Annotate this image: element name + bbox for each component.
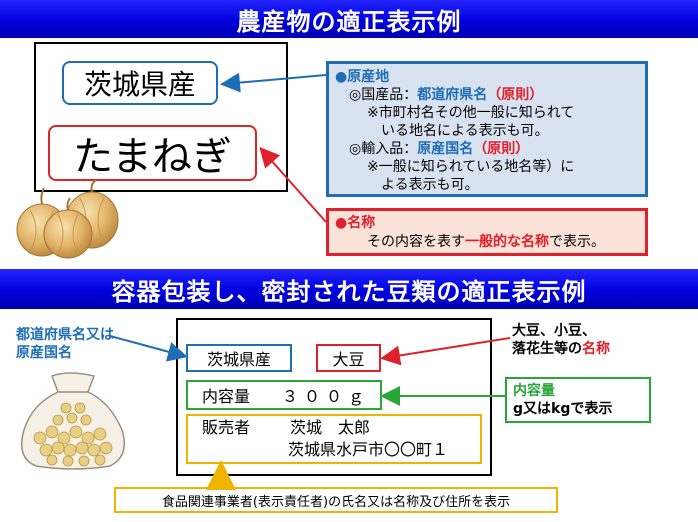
import-note-1: ※一般に知られている地名等）に <box>367 159 575 175</box>
content-label: 内容量 <box>202 387 251 406</box>
name-info-box: ●名称 その内容を表す一般的な名称で表示。 <box>326 208 648 256</box>
name-info-emph: 一般的な名称 <box>465 234 549 250</box>
import-note-2: よる表示も可。 <box>381 177 479 193</box>
beans-name-field: 大豆 <box>316 344 381 372</box>
name-note-line-1: 大豆、小豆、 <box>512 323 596 339</box>
domestic-prefix: ◎国産品： <box>349 87 418 103</box>
domestic-rule: （原則） <box>487 87 544 103</box>
seller-address: 茨城県水戸市〇〇町１ <box>288 440 449 459</box>
pref-note: 都道府県名又は 原産国名 <box>16 326 156 362</box>
content-value: ３００ｇ <box>282 387 371 406</box>
name-note-line-2: 落花生等の <box>512 341 582 357</box>
name-note-emph: 名称 <box>582 341 610 357</box>
content-note-text: g又はkgで表示 <box>513 401 613 417</box>
domestic-note-2: いる地名による表示も可。 <box>381 123 549 139</box>
produce-name-field: たまねぎ <box>48 125 257 181</box>
content-note-box: 内容量 g又はkgで表示 <box>505 377 651 423</box>
seller-label: 販売者 <box>202 418 251 437</box>
beans-origin-field: 茨城県産 <box>186 344 292 372</box>
beans-seller-field: 販売者 茨城 太郎 茨城県水戸市〇〇町１ <box>186 414 482 464</box>
name-note: 大豆、小豆、 落花生等の名称 <box>512 322 662 358</box>
pref-note-line-1: 都道府県名又は <box>16 327 114 343</box>
name-info-text-before: その内容を表す <box>367 234 465 250</box>
section1-title: 農産物の適正表示例 <box>0 0 698 38</box>
name-info-text-after: で表示。 <box>549 234 605 250</box>
import-rule: （原則） <box>473 141 530 157</box>
import-value: 原産国名 <box>417 141 474 157</box>
produce-origin-field: 茨城県産 <box>62 61 218 105</box>
origin-arrow-2 <box>109 335 188 362</box>
name-arrow-2 <box>380 337 511 366</box>
seller-name: 茨城 太郎 <box>290 418 371 437</box>
domestic-value: 都道府県名 <box>417 87 488 103</box>
seller-note-box: 食品関連事業者(表示責任者)の氏名又は名称及び住所を表示 <box>114 487 558 513</box>
beans <box>33 402 113 467</box>
content-note-heading: 内容量 <box>513 383 555 399</box>
origin-info-heading: ●原産地 <box>335 69 390 85</box>
section2-arrows <box>109 335 511 490</box>
pref-note-line-2: 原産国名 <box>16 345 72 361</box>
origin-arrow <box>220 72 327 93</box>
beans-content-field: 内容量 ３００ｇ <box>186 380 382 410</box>
domestic-note-1: ※市町村名その他一般に知られて <box>367 105 575 121</box>
name-info-heading: ●名称 <box>335 215 376 231</box>
origin-info-box: ●原産地 ◎国産品：都道府県名（原則） ※市町村名その他一般に知られて いる地名… <box>326 61 648 197</box>
name-arrow <box>259 147 327 223</box>
section1-arrows <box>220 72 327 223</box>
onion-3 <box>43 197 93 259</box>
onion-illustration <box>16 179 119 259</box>
bean-bag-illustration <box>21 372 125 470</box>
import-prefix: ◎輸入品： <box>349 141 418 157</box>
section2-title: 容器包装し、密封された豆類の適正表示例 <box>0 269 698 309</box>
